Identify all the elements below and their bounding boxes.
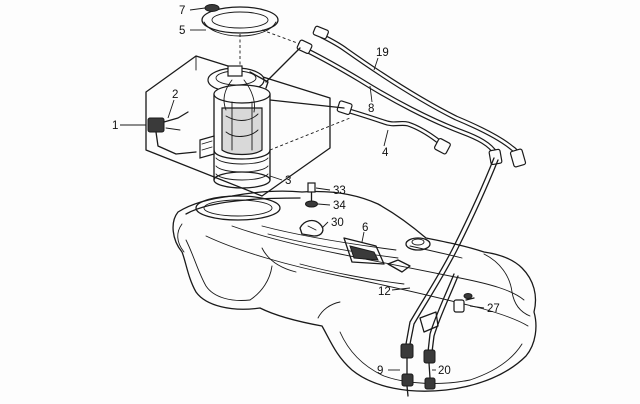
callout-leaders bbox=[120, 7, 485, 371]
fuel-hose-19 bbox=[312, 25, 527, 168]
callout-34: 34 bbox=[333, 200, 346, 212]
fuel-line-20 bbox=[427, 273, 459, 353]
callout-8: 8 bbox=[368, 103, 374, 115]
fuel-hose-4 bbox=[336, 100, 451, 155]
line-bracket bbox=[419, 311, 439, 333]
callout-5: 5 bbox=[179, 25, 185, 37]
fuel-hose-8 bbox=[296, 39, 503, 166]
fuel-level-sender bbox=[147, 111, 197, 155]
callout-20: 20 bbox=[438, 365, 451, 377]
tank-pump-opening bbox=[195, 195, 281, 221]
tank-clip bbox=[299, 219, 324, 237]
seal-7 bbox=[204, 4, 220, 12]
callout-12: 12 bbox=[378, 286, 391, 298]
callout-1: 1 bbox=[112, 120, 118, 132]
washer-34 bbox=[305, 200, 318, 208]
pump-return-pipe bbox=[269, 99, 345, 109]
connector-20 bbox=[423, 349, 436, 390]
callout-19: 19 bbox=[376, 47, 389, 59]
bolt-33 bbox=[307, 182, 316, 204]
callout-9: 9 bbox=[377, 365, 383, 377]
tank-port bbox=[405, 237, 431, 251]
fuel-line-12 bbox=[405, 157, 499, 345]
valve-27 bbox=[453, 293, 475, 313]
callout-27: 27 bbox=[487, 303, 500, 315]
pump-outlet-pipe bbox=[265, 47, 301, 83]
callout-30: 30 bbox=[331, 217, 344, 229]
callout-4: 4 bbox=[382, 147, 389, 159]
guide-line-return bbox=[269, 117, 351, 151]
callout-6: 6 bbox=[362, 222, 368, 234]
fuel-tank bbox=[172, 190, 537, 392]
sender-bracket bbox=[343, 237, 411, 273]
callout-7: 7 bbox=[179, 5, 185, 17]
fuel-pump-assembly bbox=[199, 65, 271, 189]
callout-3: 3 bbox=[285, 175, 291, 187]
callout-2: 2 bbox=[172, 89, 178, 101]
guide-line-hose bbox=[261, 29, 301, 45]
connector-9 bbox=[400, 343, 414, 397]
callout-33: 33 bbox=[333, 185, 346, 197]
